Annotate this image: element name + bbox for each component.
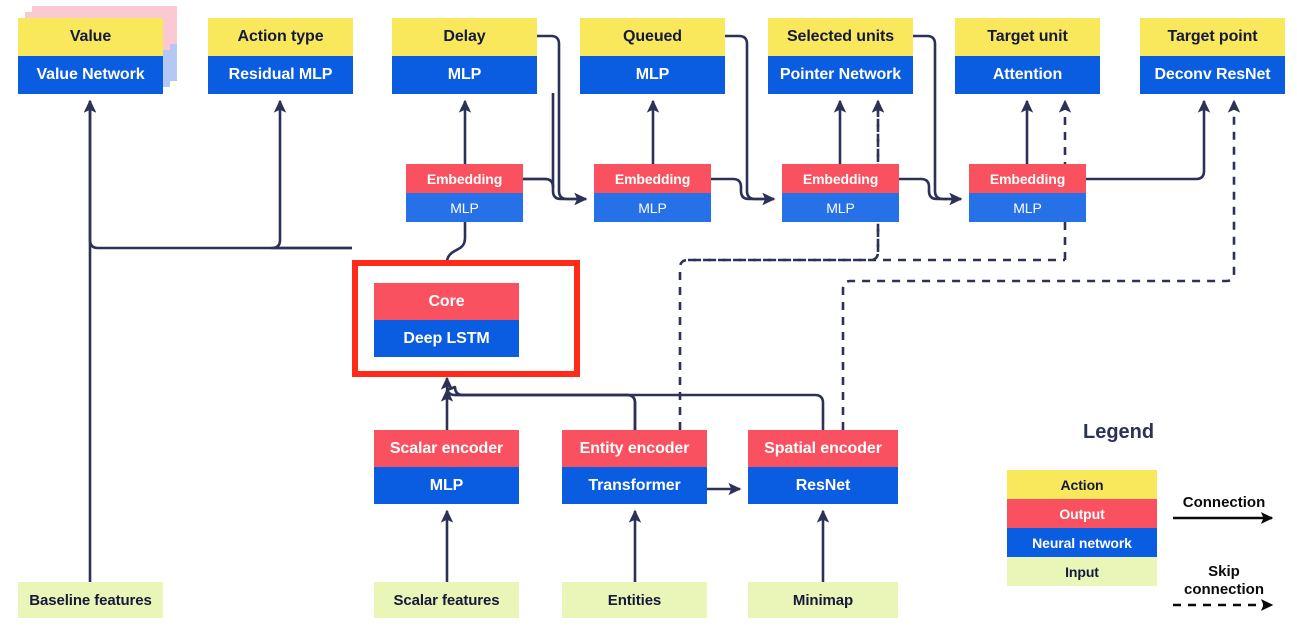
encoder-scalar[interactable]: Scalar encoder MLP (374, 430, 519, 504)
legend-connection-label: Connection (1182, 494, 1266, 511)
encoder-spatial-network: ResNet (748, 467, 898, 504)
embedding-delay[interactable]: Embedding MLP (406, 164, 523, 222)
wire-spatial-encoder-to-bus (455, 393, 825, 430)
encoder-entity-network: Transformer (562, 467, 707, 504)
head-queued-action: Queued (580, 18, 725, 56)
legend-swatches: Action Output Neural network Input (1007, 470, 1157, 586)
head-action-type[interactable]: Action type Residual MLP (208, 18, 353, 94)
embedding-selected-units-network: MLP (782, 193, 899, 222)
wire-emb-delay-to-queued-head (523, 93, 555, 189)
legend-swatch-neural-network: Neural network (1007, 528, 1157, 557)
encoder-entity-output: Entity encoder (562, 430, 707, 467)
head-queued-network: MLP (580, 56, 725, 94)
wire-entity-encoder-to-bus (455, 393, 637, 430)
embedding-queued-output: Embedding (594, 164, 711, 193)
embedding-queued[interactable]: Embedding MLP (594, 164, 711, 222)
wire-encoder-bus (446, 385, 637, 430)
head-value-action: Value (18, 18, 163, 56)
head-queued[interactable]: Queued MLP (580, 18, 725, 94)
wire-to-target-point-head (1086, 99, 1211, 181)
legend-title: Legend (1083, 421, 1155, 443)
head-target-point-network: Deconv ResNet (1140, 56, 1285, 94)
head-target-point[interactable]: Target point Deconv ResNet (1140, 18, 1285, 94)
core-network-label: Deep LSTM (374, 320, 519, 357)
head-selected-units[interactable]: Selected units Pointer Network (768, 18, 913, 94)
embedding-target-unit-output: Embedding (969, 164, 1086, 193)
encoder-spatial[interactable]: Spatial encoder ResNet (748, 430, 898, 504)
input-entities-label: Entities (562, 582, 707, 618)
head-selected-units-network: Pointer Network (768, 56, 913, 94)
legend-skip-connection-label: Skip connection (1183, 563, 1264, 598)
embedding-target-unit-network: MLP (969, 193, 1086, 222)
head-target-unit-network: Attention (955, 56, 1100, 94)
head-delay[interactable]: Delay MLP (392, 18, 537, 94)
wire-emb-queued-right (711, 177, 776, 206)
embedding-target-unit[interactable]: Embedding MLP (969, 164, 1086, 222)
skip-spatial-to-deconv-resnet (841, 99, 1241, 430)
embedding-delay-output: Embedding (406, 164, 523, 193)
encoder-scalar-output: Scalar encoder (374, 430, 519, 467)
head-delay-network: MLP (392, 56, 537, 94)
wire-core-bus-to-value (83, 99, 352, 250)
legend-swatch-input: Input (1007, 557, 1157, 586)
head-value-network: Value Network (18, 56, 163, 94)
wire-core-bus-to-action-type (270, 99, 352, 250)
input-scalar-features-label: Scalar features (374, 582, 519, 618)
head-target-unit-action: Target unit (955, 18, 1100, 56)
head-target-point-action: Target point (1140, 18, 1285, 56)
head-action-type-action: Action type (208, 18, 353, 56)
head-value[interactable]: Value Value Network (18, 18, 163, 94)
head-selected-units-action: Selected units (768, 18, 913, 56)
wire-selected-head-down (913, 34, 963, 206)
wire-queued-head-down (725, 34, 776, 206)
embedding-selected-units-output: Embedding (782, 164, 899, 193)
embedding-selected-units[interactable]: Embedding MLP (782, 164, 899, 222)
embedding-queued-network: MLP (594, 193, 711, 222)
wire-bus-up-to-core (440, 376, 456, 397)
legend-swatch-action: Action (1007, 470, 1157, 499)
encoder-entity[interactable]: Entity encoder Transformer (562, 430, 707, 504)
legend-swatch-output: Output (1007, 499, 1157, 528)
input-entities[interactable]: Entities (562, 582, 707, 618)
core-module[interactable]: Core Deep LSTM (374, 283, 519, 357)
input-baseline-features-label: Baseline features (18, 582, 163, 618)
encoder-spatial-output: Spatial encoder (748, 430, 898, 467)
encoder-scalar-network: MLP (374, 467, 519, 504)
head-target-unit[interactable]: Target unit Attention (955, 18, 1100, 94)
wire-emb-selected-right (899, 177, 963, 206)
input-minimap[interactable]: Minimap (748, 582, 898, 618)
input-scalar-features[interactable]: Scalar features (374, 582, 519, 618)
core-output-label: Core (374, 283, 519, 320)
input-baseline-features[interactable]: Baseline features (18, 582, 163, 618)
head-delay-action: Delay (392, 18, 537, 56)
embedding-delay-network: MLP (406, 193, 523, 222)
head-action-type-network: Residual MLP (208, 56, 353, 94)
wire-delay-head-down (537, 34, 588, 206)
wire-emb-delay-right (523, 177, 588, 206)
input-minimap-label: Minimap (748, 582, 898, 618)
skip-entity-to-pointer-network (678, 99, 885, 430)
